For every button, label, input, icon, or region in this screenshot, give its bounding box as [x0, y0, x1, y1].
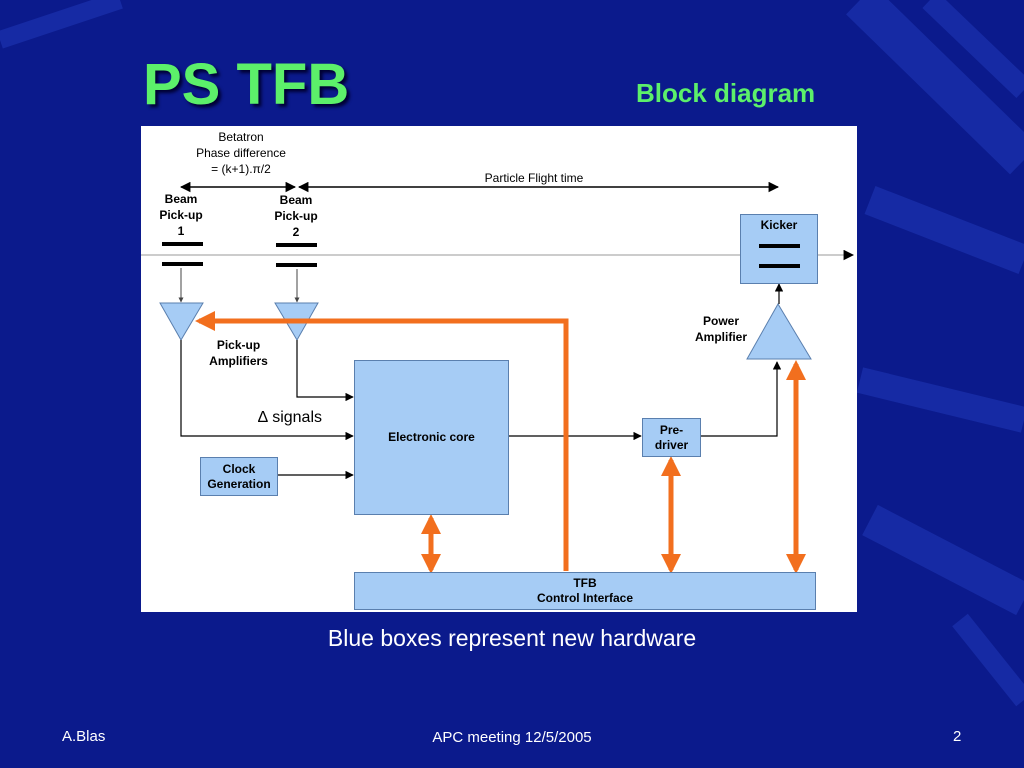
- slide-title: PS TFB: [143, 52, 350, 117]
- clock-generation-line1: Clock: [222, 461, 256, 476]
- pickup-amplifier-1: [159, 302, 204, 341]
- control-interface-line1: TFB: [573, 576, 597, 590]
- delta-signals-label: ∆ signals: [257, 409, 323, 426]
- clock-generation-line2: Generation: [207, 476, 271, 491]
- kicker-electrode-top: [759, 244, 800, 248]
- pickup-amplifiers-line1: Pick-up: [216, 338, 261, 352]
- power-amp-line2: Amplifier: [694, 330, 747, 344]
- footer-event: APC meeting 12/5/2005: [432, 729, 592, 746]
- betatron-phase-line2: Phase difference: [196, 146, 286, 160]
- control-link-pickup-amplifiers: [195, 311, 569, 571]
- control-interface-box: TFB Control Interface: [354, 572, 816, 610]
- pickup1-line2: Pick-up: [159, 208, 203, 222]
- slide-caption: Blue boxes represent new hardware: [327, 625, 697, 651]
- pickup1-line3: 1: [177, 224, 185, 238]
- power-amplifier: [746, 303, 812, 360]
- pickup-amplifiers-label: Pick-up Amplifiers: [196, 337, 281, 369]
- kicker-electrode-bottom: [759, 264, 800, 268]
- power-amplifier-label: Power Amplifier: [681, 313, 761, 345]
- diagram-connectors: [141, 181, 855, 574]
- pickup-amplifiers-line2: Amplifiers: [209, 354, 268, 368]
- beam-pickup-2-label: Beam Pick-up 2: [261, 192, 331, 240]
- amplifier1-to-core-line: [180, 340, 354, 441]
- footer-page-number: 2: [953, 728, 962, 745]
- betatron-phase-label: Betatron Phase difference = (k+1).π/2: [171, 129, 311, 177]
- slide-subtitle: Block diagram: [636, 78, 816, 108]
- pickup2-line1: Beam: [279, 193, 313, 207]
- block-diagram: Betatron Phase difference = (k+1).π/2 Pa…: [141, 126, 857, 612]
- control-interface-line2: Control Interface: [536, 591, 633, 605]
- betatron-phase-line3: = (k+1).π/2: [211, 162, 271, 176]
- electronic-core-box: Electronic core: [354, 360, 509, 515]
- power-amp-line1: Power: [702, 314, 739, 328]
- predriver-line1: Pre-: [659, 422, 684, 437]
- predriver-to-power-amp-line: [701, 361, 782, 437]
- electronic-core-label: Electronic core: [388, 430, 475, 444]
- pickup2-line2: Pick-up: [274, 209, 318, 223]
- pickup2-line3: 2: [292, 225, 300, 239]
- betatron-phase-line1: Betatron: [218, 130, 264, 144]
- predriver-line2: driver: [654, 437, 689, 452]
- particle-flight-time-label: Particle Flight time: [484, 171, 584, 185]
- kicker-box: Kicker: [740, 214, 818, 284]
- amplifier2-to-core-line: [296, 340, 354, 402]
- kicker-label: Kicker: [760, 218, 798, 232]
- pickup1-line1: Beam: [164, 192, 198, 206]
- beam-pickup-1-label: Beam Pick-up 1: [146, 191, 216, 239]
- footer-author: A.Blas: [62, 728, 106, 745]
- clock-generation-box: Clock Generation: [200, 457, 278, 496]
- predriver-box: Pre- driver: [642, 418, 701, 457]
